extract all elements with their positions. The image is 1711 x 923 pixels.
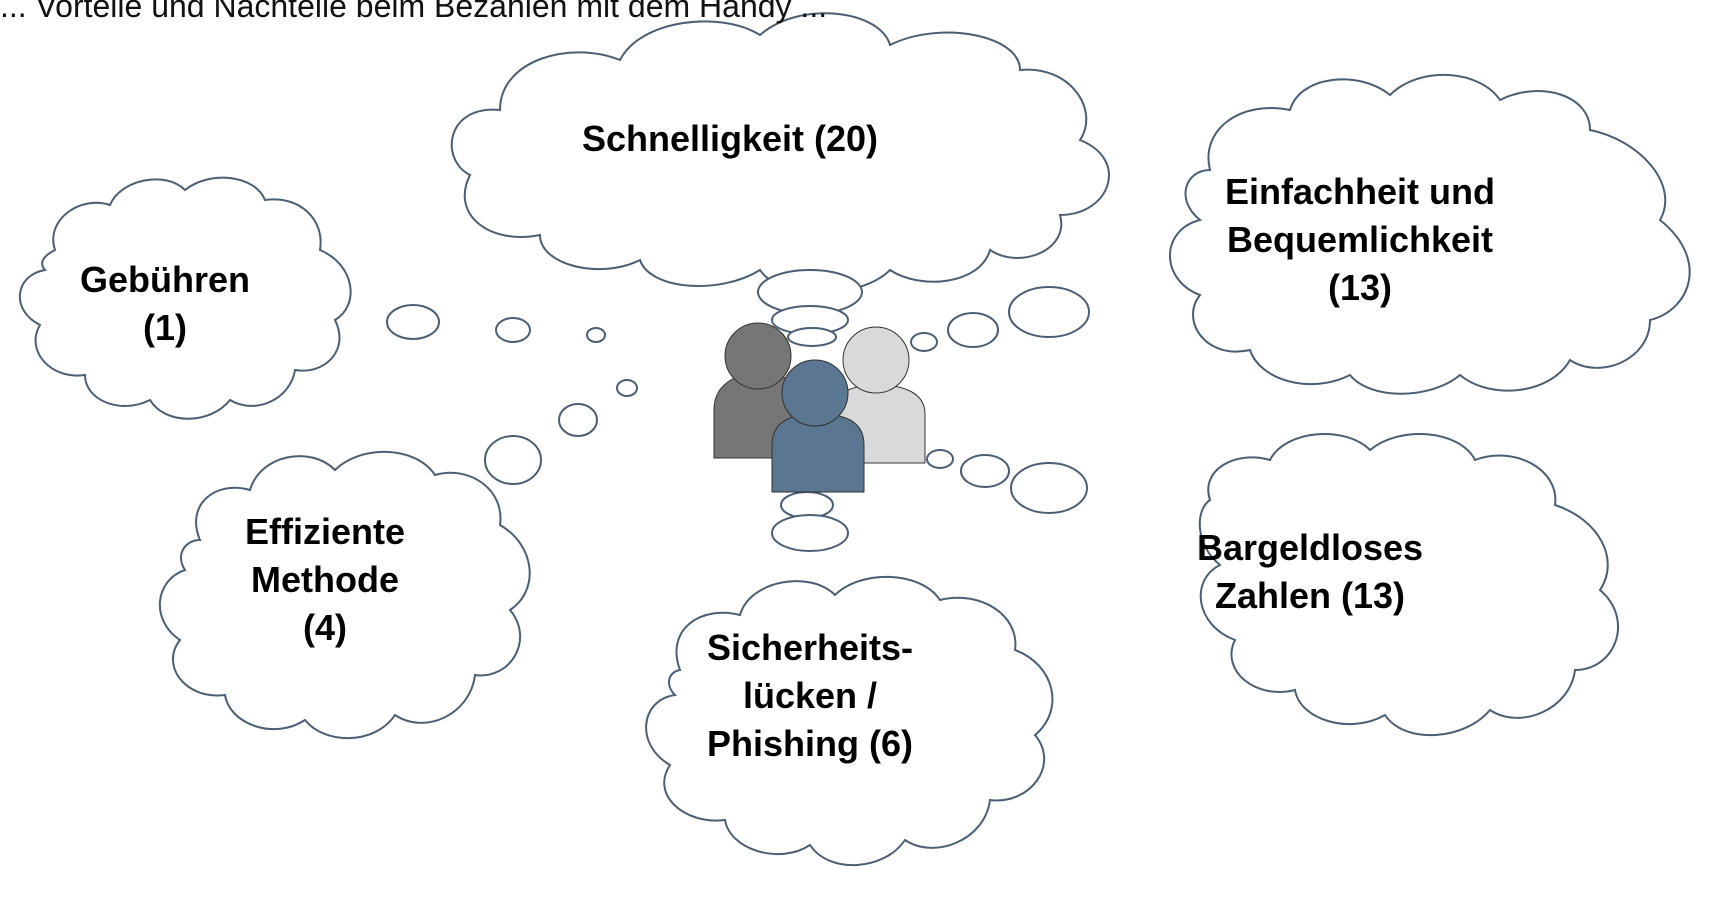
label-line: Schnelligkeit (20) bbox=[581, 118, 879, 159]
cloud-einfachheit bbox=[1169, 74, 1691, 395]
label-line: Gebühren bbox=[79, 259, 250, 300]
cloud-sicherheit bbox=[645, 575, 1054, 866]
person-blue-head bbox=[781, 359, 849, 427]
label-line: Sicherheits- bbox=[706, 627, 914, 668]
label-line: Einfachheit und bbox=[1225, 171, 1495, 212]
person-light-head bbox=[842, 326, 910, 394]
label-schnelligkeit: Schnelligkeit (20) bbox=[530, 115, 930, 163]
label-line: Methode bbox=[251, 559, 399, 600]
cloud-effiziente bbox=[158, 450, 531, 740]
label-line: Zahlen (13) bbox=[1214, 575, 1406, 616]
label-line: (1) bbox=[143, 307, 187, 348]
label-line: Effiziente bbox=[244, 511, 405, 552]
label-gebuehren: Gebühren (1) bbox=[55, 256, 275, 352]
label-line: (13) bbox=[1327, 267, 1393, 308]
label-line: (4) bbox=[303, 607, 347, 648]
thought-bubbles bbox=[386, 269, 1090, 552]
cloud-schnelligkeit bbox=[450, 12, 1110, 294]
label-line: Bargeldloses bbox=[1196, 527, 1424, 568]
header-fragment: ... Vorteile und Nachteile beim Bezahlen… bbox=[0, 0, 828, 24]
label-bargeldlos: Bargeldloses Zahlen (13) bbox=[1160, 524, 1460, 620]
person-dark-head bbox=[724, 322, 792, 390]
cloud-gebuehren bbox=[19, 176, 352, 420]
label-effiziente: Effiziente Methode (4) bbox=[200, 508, 450, 652]
label-line: Bequemlichkeit bbox=[1226, 219, 1494, 260]
label-line: Phishing (6) bbox=[707, 723, 913, 764]
label-sicherheit: Sicherheits- lücken / Phishing (6) bbox=[680, 624, 940, 768]
group-of-people-icon bbox=[713, 322, 926, 493]
label-einfachheit: Einfachheit und Bequemlichkeit (13) bbox=[1150, 168, 1570, 312]
cloud-bargeldlos bbox=[1198, 433, 1619, 736]
label-line: lücken / bbox=[742, 675, 878, 716]
